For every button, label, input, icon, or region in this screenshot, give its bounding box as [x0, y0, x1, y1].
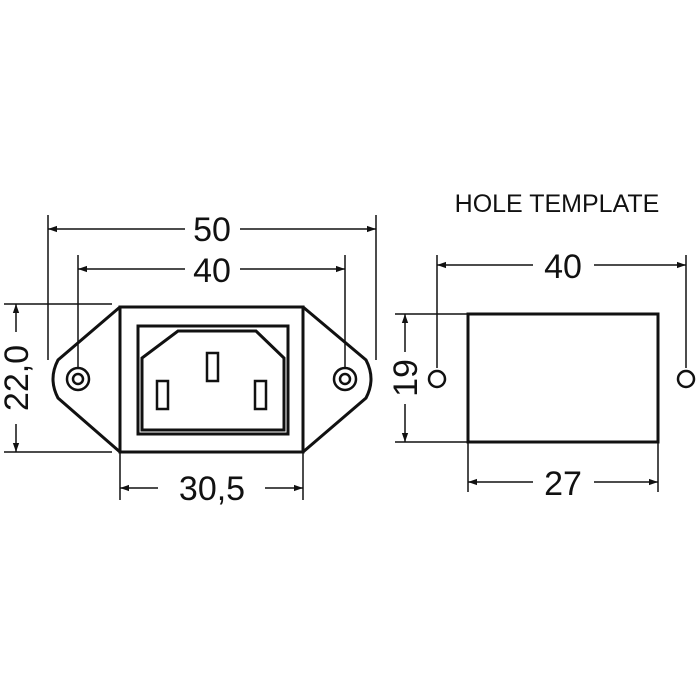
template-right-hole-icon: [676, 369, 696, 389]
hole-template: HOLE TEMPLATE 40 19 27: [387, 190, 696, 503]
template-dimension-height: 19: [387, 313, 468, 443]
template-dimension-hole-spacing: 40: [436, 248, 687, 368]
earth-pin: [205, 351, 220, 383]
dimension-body-width: 30,5: [119, 452, 304, 508]
template-hole-spacing-label: 40: [544, 248, 582, 286]
left-pin: [155, 379, 170, 411]
template-height-label: 19: [387, 359, 425, 397]
connector-front-view: [51, 305, 373, 454]
right-mounting-hole-icon: [332, 366, 358, 392]
template-dimension-width: 27: [467, 442, 659, 503]
right-pin: [253, 379, 268, 411]
dimension-height: 22,0: [0, 303, 112, 453]
hole-template-title: HOLE TEMPLATE: [455, 190, 660, 218]
height-label: 22,0: [0, 345, 36, 411]
dimension-overall-width: 50: [47, 211, 377, 360]
dimension-hole-spacing: 40: [77, 252, 346, 368]
socket-recess: [136, 324, 290, 436]
inlet-chamfer-right: [255, 330, 285, 359]
overall-width-label: 50: [193, 211, 231, 249]
hole-spacing-label: 40: [193, 252, 231, 290]
cutout-rectangle: [466, 312, 660, 444]
template-left-hole-icon: [427, 369, 447, 389]
inlet-chamfer-left: [141, 330, 179, 359]
left-mounting-hole-icon: [65, 366, 91, 392]
body-width-label: 30,5: [179, 470, 245, 508]
template-width-label: 27: [544, 465, 582, 503]
